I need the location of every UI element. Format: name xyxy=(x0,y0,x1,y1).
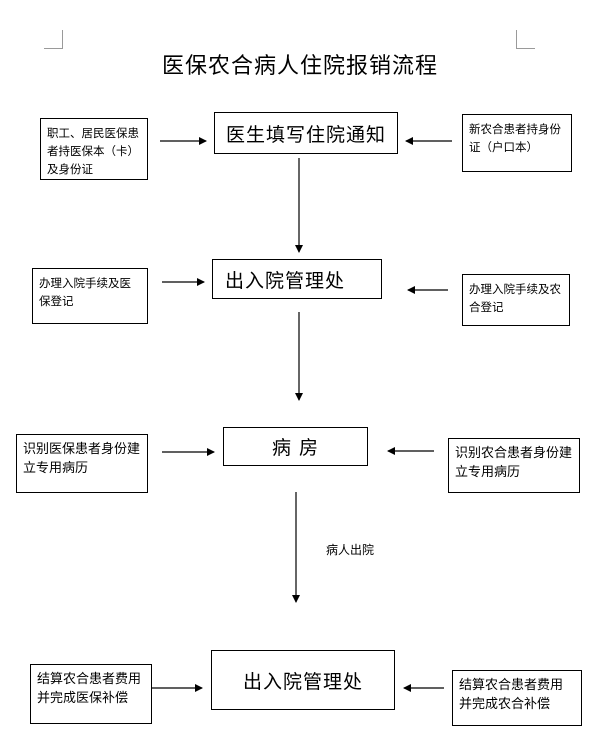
step-discharge-office: 出入院管理处 xyxy=(211,650,395,710)
right-box-nhc-record: 识别农合患者身份建立专用病历 xyxy=(448,438,580,493)
left-box-insurance-registration: 办理入院手续及医保登记 xyxy=(32,268,148,324)
step-ward: 病 房 xyxy=(223,427,368,466)
left-box-insurance-docs: 职工、居民医保患者持医保本（卡）及身份证 xyxy=(40,118,148,180)
right-box-nhc-settlement: 结算农合患者费用并完成农合补偿 xyxy=(452,670,582,726)
diagram-title: 医保农合病人住院报销流程 xyxy=(161,54,438,79)
step-admission-office: 出入院管理处 xyxy=(212,259,382,299)
right-box-nhc-registration: 办理入院手续及农合登记 xyxy=(462,274,570,326)
left-box-insurance-record: 识别医保患者身份建立专用病历 xyxy=(16,434,148,493)
step-hospitalization-notice: 医生填写住院通知 xyxy=(214,112,398,154)
right-box-nhc-docs: 新农合患者持身份证（户口本） xyxy=(462,114,572,172)
page-corner-mark-left xyxy=(44,30,63,49)
page-corner-mark-right xyxy=(516,30,535,49)
discharge-label: 病人出院 xyxy=(326,543,375,557)
left-box-insurance-settlement: 结算农合患者费用并完成医保补偿 xyxy=(30,664,152,724)
